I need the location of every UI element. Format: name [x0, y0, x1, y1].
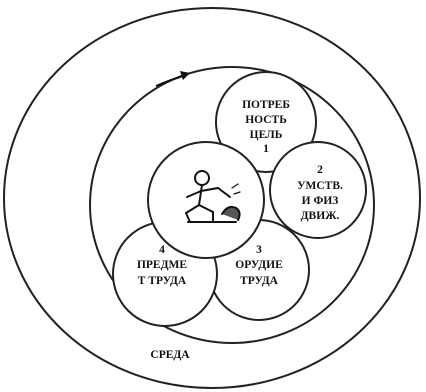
- node-object-label: 4 ПРЕДМЕ Т ТРУДА: [137, 244, 187, 287]
- node-tools-line-3: ТРУДА: [240, 275, 279, 287]
- node-need-line-4: 1: [263, 143, 269, 155]
- node-tools-line-1: 3: [256, 244, 262, 256]
- environment-label: СРЕДА: [150, 349, 190, 361]
- worker-figure-icon: [185, 170, 241, 223]
- node-object-line-1: 4: [159, 244, 165, 256]
- cycle-circle: [89, 66, 375, 344]
- node-need-line-3: ЦЕЛЬ: [250, 129, 283, 141]
- node-need-line-1: ПОТРЕБ: [242, 99, 290, 111]
- cycle-direction-arrow-icon: [155, 71, 190, 87]
- node-actions-line-4: ДВИЖ.: [301, 210, 340, 222]
- node-tools-line-2: ОРУДИЕ: [235, 259, 283, 271]
- node-actions-line-3: И ФИЗ: [302, 195, 339, 207]
- node-need-line-2: НОСТЬ: [245, 114, 287, 126]
- node-actions-line-2: УМСТВ.: [297, 180, 343, 192]
- node-actions-label: 2 УМСТВ. И ФИЗ ДВИЖ.: [297, 164, 343, 222]
- node-object-line-3: Т ТРУДА: [138, 275, 187, 287]
- node-actions-circle: [269, 141, 367, 239]
- node-need-label: ПОТРЕБ НОСТЬ ЦЕЛЬ 1: [242, 99, 290, 155]
- center-worker-circle: [147, 141, 265, 259]
- node-need-circle: [215, 71, 317, 173]
- node-tools-label: 3 ОРУДИЕ ТРУДА: [235, 244, 283, 287]
- node-object-line-2: ПРЕДМЕ: [137, 259, 187, 271]
- node-actions-line-1: 2: [317, 164, 323, 176]
